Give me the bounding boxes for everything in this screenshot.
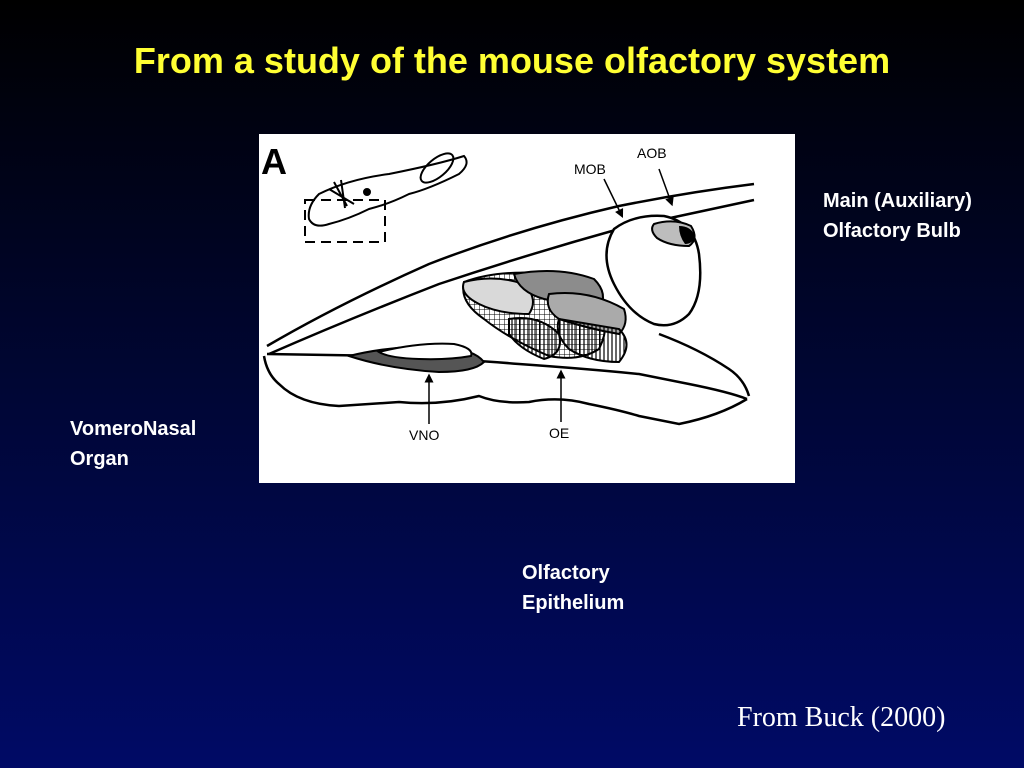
annotation-vno-line2: Organ bbox=[70, 448, 129, 470]
annotation-bulb-line1: Main (Auxiliary) bbox=[823, 190, 972, 212]
annotation-oe-line2: Epithelium bbox=[522, 592, 625, 614]
mouse-olfactory-diagram: A bbox=[259, 134, 795, 483]
annotation-vomeronasal-organ: VomeroNasal Organ bbox=[70, 414, 196, 474]
label-oe: OE bbox=[549, 425, 569, 441]
label-arrows bbox=[424, 168, 674, 424]
nasal-turbinates bbox=[462, 269, 628, 364]
olfactory-bulb bbox=[605, 214, 702, 327]
vomeronasal-organ bbox=[345, 342, 486, 374]
annotation-vno-line1: VomeroNasal bbox=[70, 418, 197, 440]
inset-mouse-head bbox=[304, 152, 468, 243]
annotation-olfactory-epithelium: Olfactory Epithelium bbox=[522, 558, 624, 618]
annotation-bulb-line2: Olfactory Bulb bbox=[823, 220, 961, 242]
source-credit: From Buck (2000) bbox=[737, 702, 946, 733]
panel-letter: A bbox=[261, 141, 287, 182]
label-mob: MOB bbox=[574, 161, 606, 177]
slide-title: From a study of the mouse olfactory syst… bbox=[133, 40, 891, 81]
annotation-olfactory-bulb: Main (Auxiliary) Olfactory Bulb bbox=[823, 186, 972, 246]
label-aob: AOB bbox=[637, 145, 667, 161]
annotation-oe-line1: Olfactory bbox=[522, 562, 610, 584]
label-vno: VNO bbox=[409, 427, 439, 443]
